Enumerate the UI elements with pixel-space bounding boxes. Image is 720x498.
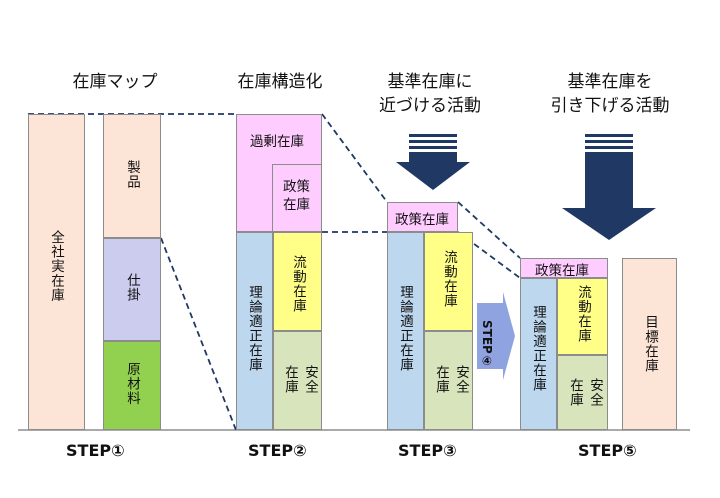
step2-policy-inventory: [272, 164, 322, 232]
step5-policy-label: 政策在庫: [535, 263, 589, 279]
step1-label: STEP①: [66, 441, 125, 460]
header-lower-line2: 引き下げる活動: [550, 96, 670, 116]
header-inventory-map: 在庫マップ: [72, 72, 158, 92]
step3-theory-label: 理論適正在庫: [397, 285, 413, 372]
step2-excess-label: 過剰在庫: [250, 134, 304, 150]
step5-flow-label: 流動在庫: [575, 285, 591, 343]
step1-total-inventory: [28, 114, 85, 430]
right-arrow-icon: [477, 292, 515, 380]
header-lower-line1: 基準在庫を: [567, 72, 653, 92]
step3-policy-label: 政策在庫: [395, 212, 449, 228]
step1-wip-label: 仕掛: [124, 273, 140, 302]
step2-policy-label-a: 政策在庫: [283, 178, 313, 214]
step2-theory-inventory: [236, 232, 273, 430]
step2-label: STEP②: [248, 441, 307, 460]
dash-s3-policy-top: [457, 201, 521, 259]
step3-flow-inventory: [424, 232, 473, 331]
header-approach-line1: 基準在庫に: [387, 72, 473, 92]
step1-raw-materials: [103, 341, 161, 430]
step2-flow-inventory: [273, 232, 322, 331]
step3-safety-label-b: 在庫: [433, 365, 449, 394]
header-inventory-structure: 在庫構造化: [237, 72, 323, 92]
step2-safety-inventory: [273, 331, 322, 430]
step1-product-label: 製品: [124, 160, 140, 189]
step5-safety-label-a: 安全: [587, 378, 603, 407]
step3-safety-inventory: [424, 331, 473, 430]
step3-safety-label-a: 安全: [453, 365, 469, 394]
dash-wip-to-theory: [160, 237, 237, 431]
step5-policy-inventory: [520, 258, 608, 278]
step5-theory-inventory: [520, 278, 557, 430]
step1-total-label: 全社実在庫: [48, 230, 64, 303]
step1-raw-label: 原材料: [124, 362, 140, 406]
step5-safety-inventory: [557, 355, 608, 430]
step2-flow-label: 流動在庫: [290, 255, 306, 313]
step3-label: STEP③: [398, 441, 457, 460]
step3-flow-label: 流動在庫: [441, 250, 457, 308]
step2-safety-label-a: 安全: [302, 365, 318, 394]
step5-target-label: 目標在庫: [642, 315, 658, 373]
step5-safety-label-b: 在庫: [567, 378, 583, 407]
step5-flow-inventory: [557, 278, 608, 355]
step3-theory-inventory: [387, 232, 424, 430]
step1-product: [103, 114, 161, 238]
down-arrow-icon: [396, 134, 470, 190]
step5-label: STEP⑤: [578, 441, 637, 460]
step2-theory-label: 理論適正在庫: [246, 285, 262, 372]
step2-policy-text: 政策在庫: [283, 179, 310, 213]
dash-excess-to-policy: [321, 113, 388, 203]
down-arrow-icon: [562, 134, 656, 240]
step5-target-inventory: [622, 258, 677, 430]
step2-safety-label-b: 在庫: [282, 365, 298, 394]
step5-theory-label: 理論適正在庫: [530, 305, 546, 392]
header-approach-line2: 近づける活動: [379, 96, 481, 116]
step1-wip: [103, 238, 161, 341]
step3-policy-inventory: [387, 202, 458, 232]
step4-label: STEP④: [480, 320, 494, 368]
